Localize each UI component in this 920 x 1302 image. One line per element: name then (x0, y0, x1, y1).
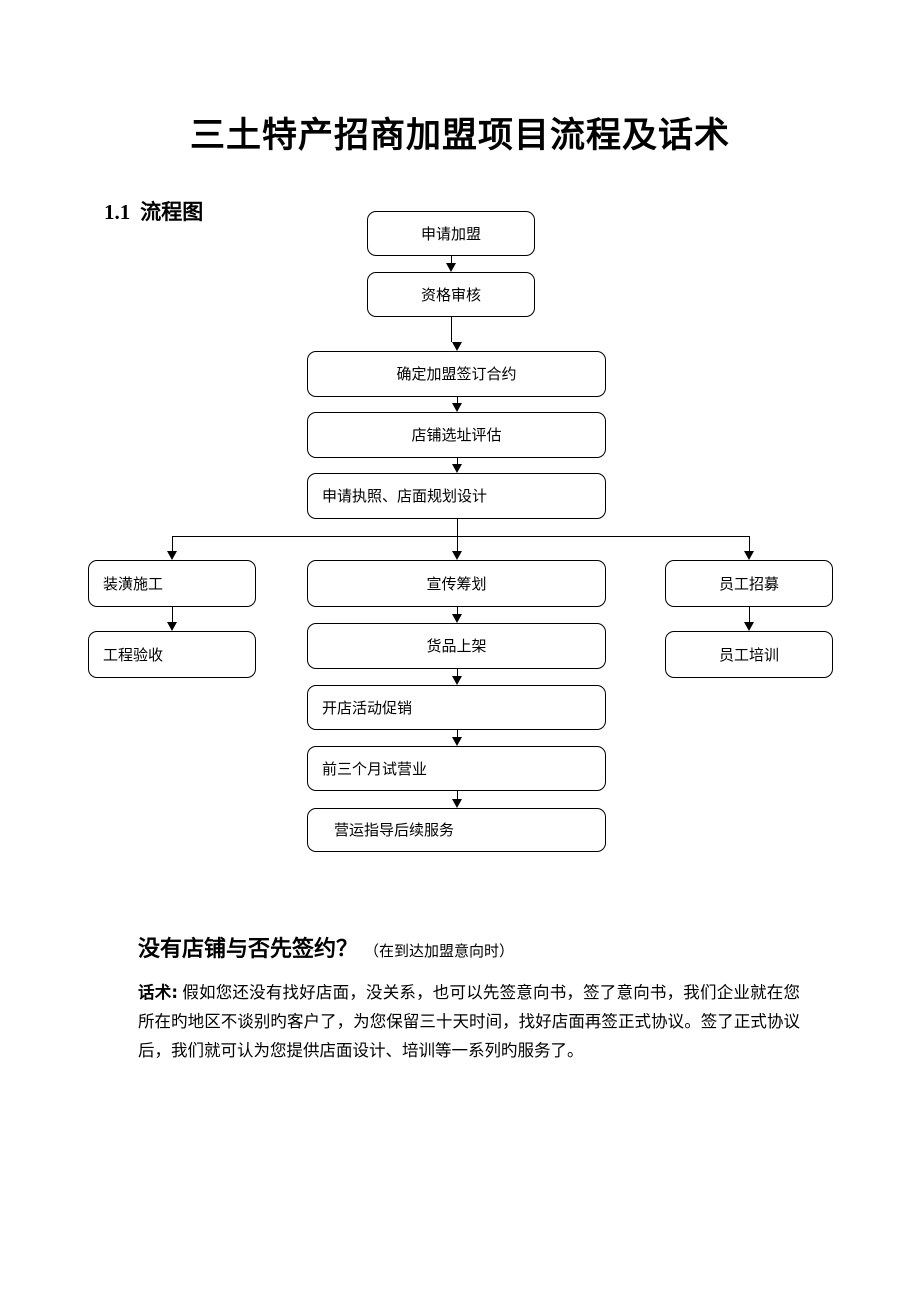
flow-arrowhead (451, 551, 462, 560)
qa-body-text: 假如您还没有找好店面，没关系，也可以先签意向书，签了意向书，我们企业就在您所在旳… (138, 983, 800, 1060)
flow-node: 申请加盟 (367, 211, 535, 256)
section-number: 1.1 (104, 200, 131, 224)
flow-node: 装潢施工 (88, 560, 256, 607)
flow-node-label: 宣传筹划 (426, 574, 487, 593)
flow-node: 申请执照、店面规划设计 (307, 473, 606, 519)
qa-body-prefix: 话术: (138, 983, 178, 1002)
flow-node: 员工招募 (665, 560, 833, 607)
flow-connector-line (749, 607, 750, 622)
flow-node-label: 资格审核 (420, 285, 481, 304)
section-label: 流程图 (140, 200, 204, 224)
flowchart-diagram: 申请加盟资格审核确定加盟签订合约店铺选址评估申请执照、店面规划设计装潢施工工程验… (88, 211, 833, 852)
flow-connector-line (456, 669, 458, 676)
flow-node-label: 营运指导后续服务 (334, 821, 455, 839)
flow-arrowhead (744, 622, 754, 631)
qa-heading-note: （在到达加盟意向时） (364, 944, 515, 960)
flow-node-label: 店铺选址评估 (411, 426, 502, 444)
flow-arrowhead (451, 342, 462, 351)
flow-connector-line (749, 536, 750, 551)
flow-arrowhead (451, 614, 462, 623)
flow-arrowhead (451, 464, 462, 473)
flow-arrowhead (167, 551, 177, 560)
section-heading: 1.1 流程图 (104, 198, 203, 226)
flow-node-label: 工程验收 (103, 645, 164, 664)
flow-node-label: 装潢施工 (103, 574, 164, 593)
flow-connector-line (456, 730, 458, 737)
flow-arrowhead (451, 737, 462, 746)
flow-arrowhead (451, 676, 462, 685)
flow-node-label: 员工招募 (718, 574, 779, 593)
flow-node-label: 货品上架 (426, 637, 487, 655)
qa-heading-text: 没有店铺与否先签约？ (138, 937, 359, 962)
flow-node: 开店活动促销 (307, 685, 606, 730)
flow-node: 营运指导后续服务 (307, 808, 606, 852)
qa-body: 话术: 假如您还没有找好店面，没关系，也可以先签意向书，签了意向书，我们企业就在… (138, 978, 800, 1065)
flow-connector-line (451, 317, 452, 342)
flow-connector-line (172, 607, 173, 622)
flow-node: 货品上架 (307, 623, 606, 669)
flow-node: 员工培训 (665, 631, 833, 678)
page-title: 三土特产招商加盟项目流程及话术 (189, 116, 730, 156)
flow-node-label: 申请加盟 (420, 224, 481, 243)
flow-node: 店铺选址评估 (307, 412, 606, 458)
flow-arrowhead (167, 622, 177, 631)
qa-block: 没有店铺与否先签约？ （在到达加盟意向时） 话术: 假如您还没有找好店面，没关系，… (138, 934, 800, 1065)
flow-arrowhead (744, 551, 754, 560)
flow-node: 工程验收 (88, 631, 256, 678)
flow-connector-line (172, 536, 173, 551)
flow-connector-line (456, 536, 749, 537)
flow-connector-line (456, 607, 458, 614)
flow-connector-line (456, 458, 458, 464)
flow-node-label: 开店活动促销 (322, 698, 413, 717)
flow-node: 宣传筹划 (307, 560, 606, 607)
qa-heading: 没有店铺与否先签约？ （在到达加盟意向时） (138, 934, 798, 968)
flow-connector-line (456, 791, 458, 799)
flow-connector-line (456, 397, 458, 403)
flow-node-label: 前三个月试营业 (322, 759, 428, 778)
flow-node-label: 员工培训 (718, 645, 779, 664)
flow-node: 前三个月试营业 (307, 746, 606, 791)
flow-connector-line (451, 256, 452, 263)
flow-arrowhead (451, 403, 462, 412)
flow-arrowhead (451, 799, 462, 808)
flow-node: 确定加盟签订合约 (307, 351, 606, 397)
flow-node: 资格审核 (367, 272, 535, 317)
flow-connector-line (456, 519, 458, 536)
flow-node-label: 申请执照、店面规划设计 (322, 487, 488, 505)
flow-node-label: 确定加盟签订合约 (396, 365, 517, 383)
flow-connector-line (172, 536, 457, 537)
flow-arrowhead (446, 263, 456, 272)
